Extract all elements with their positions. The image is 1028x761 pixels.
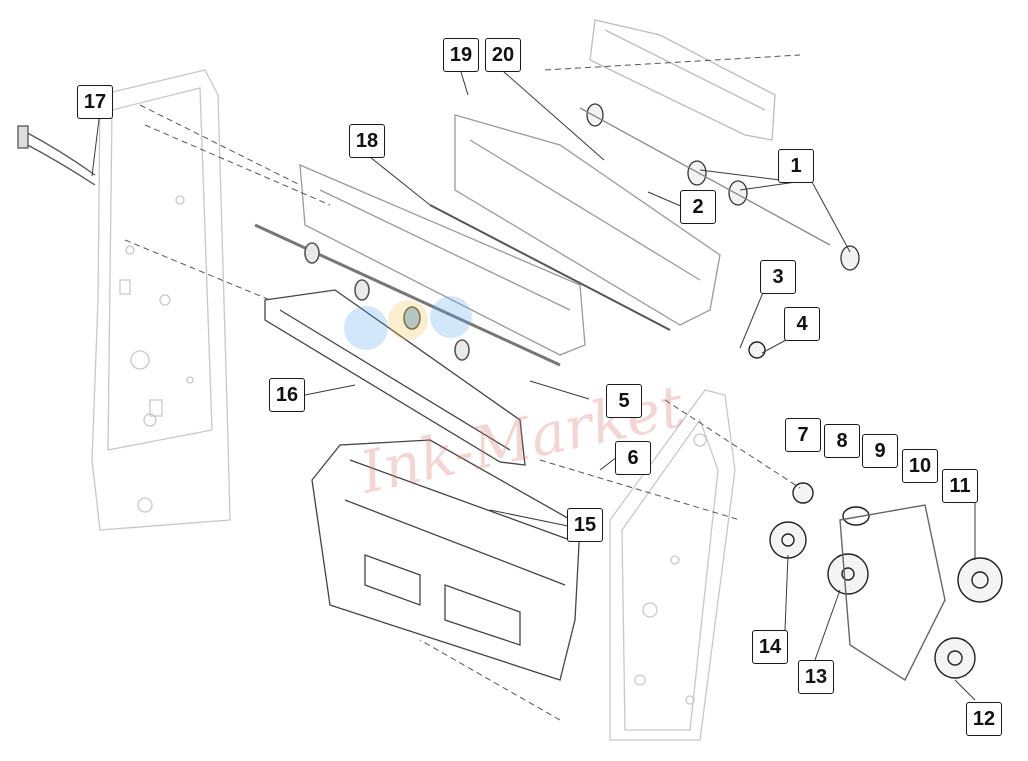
lower-paper-tray-cover [311,439,581,681]
callout-5[interactable]: 5 [606,384,642,418]
watermark-logo-dot [344,306,388,350]
callout-4[interactable]: 4 [784,307,820,341]
left-side-frame [91,69,231,531]
roller-shaft [254,223,561,367]
callout-15[interactable]: 15 [567,508,603,542]
callout-16[interactable]: 16 [269,378,305,412]
callout-1[interactable]: 1 [778,149,814,183]
callout-17[interactable]: 17 [77,85,113,119]
callout-10[interactable]: 10 [902,449,938,483]
callout-9[interactable]: 9 [862,434,898,468]
rear-guide-plate [589,19,776,141]
cable-harness [17,125,96,186]
drive-components [748,341,1003,682]
callout-19[interactable]: 19 [443,38,479,72]
callout-14[interactable]: 14 [752,630,788,664]
lower-guide-assembly [264,289,526,466]
watermark-logo-dot [388,300,428,340]
callout-6[interactable]: 6 [615,441,651,475]
upper-paper-guide [299,114,721,356]
callout-2[interactable]: 2 [680,190,716,224]
callout-8[interactable]: 8 [824,424,860,458]
pick-rollers [579,103,860,271]
right-side-frame [609,389,736,741]
callout-7[interactable]: 7 [785,418,821,452]
callout-11[interactable]: 11 [942,469,978,503]
callout-12[interactable]: 12 [966,702,1002,736]
callout-20[interactable]: 20 [485,38,521,72]
callout-13[interactable]: 13 [798,660,834,694]
watermark-logo-dot [430,296,472,338]
callout-3[interactable]: 3 [760,260,796,294]
leader-lines [91,71,976,701]
callout-18[interactable]: 18 [349,124,385,158]
assembly-dash-lines [124,54,801,721]
